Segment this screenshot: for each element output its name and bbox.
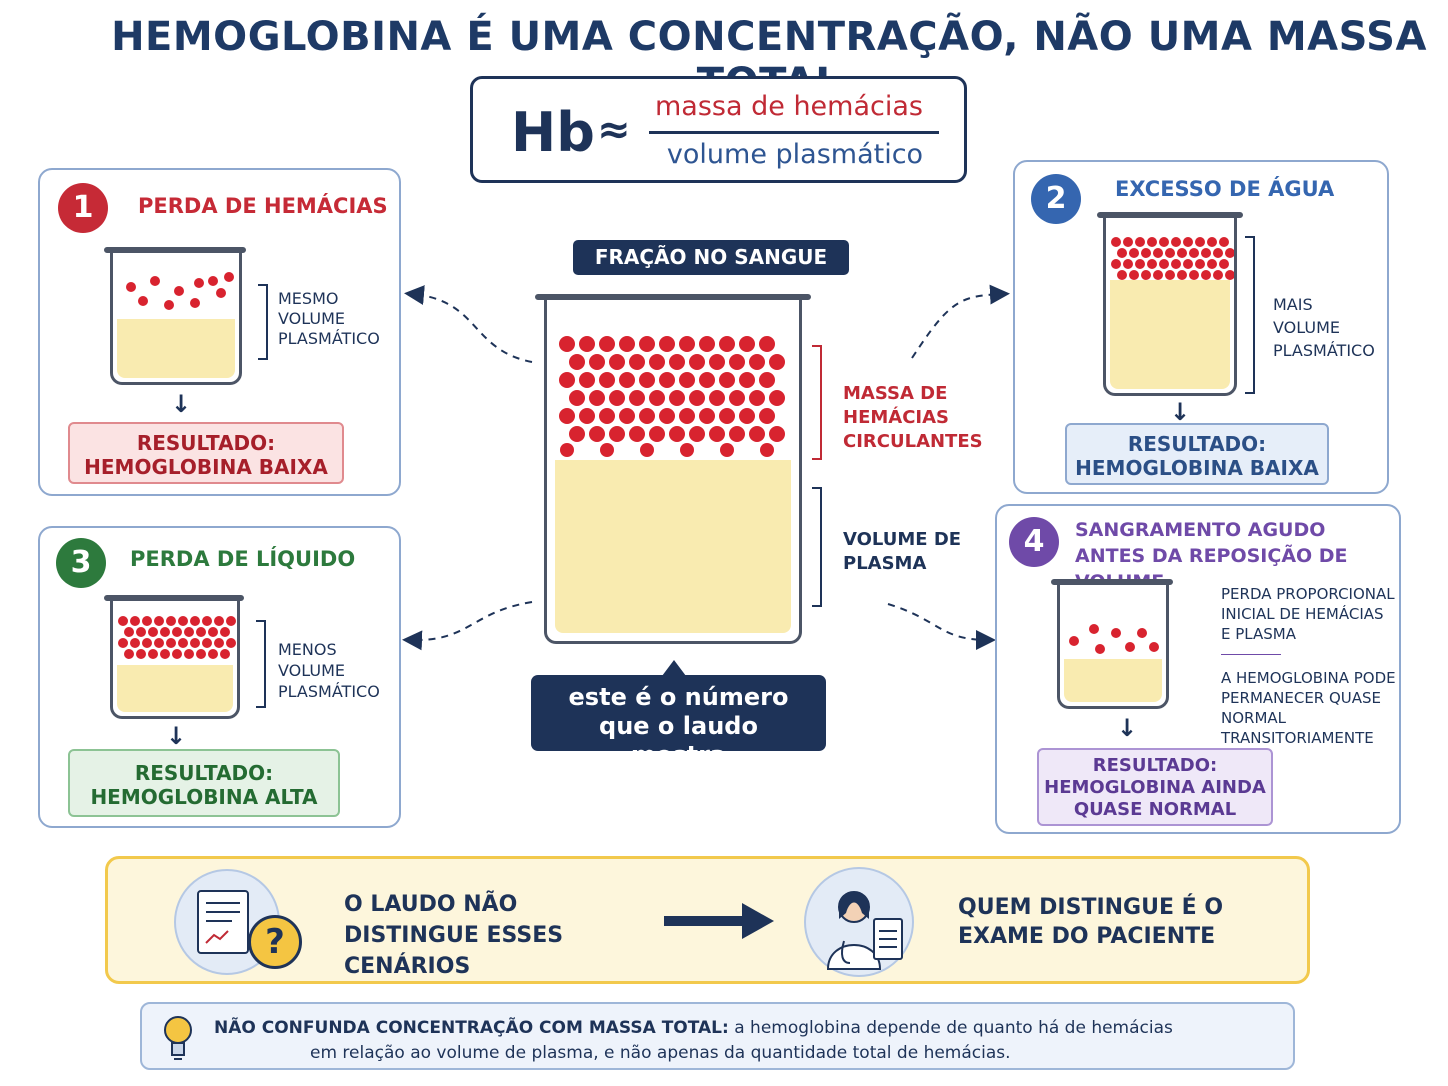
arrow-to-panel-3	[402, 601, 533, 651]
panel-1-result: RESULTADO: HEMOGLOBINA BAIXA	[68, 422, 344, 484]
beaker-1-rim	[104, 247, 246, 253]
beaker-4	[1057, 585, 1169, 709]
plasma-label: VOLUME DE PLASMA	[843, 529, 962, 574]
panel-red-cell-loss: 1 PERDA DE HEMÁCIAS MESMO VOLUME PLASMÁT…	[38, 168, 401, 496]
beaker-1	[110, 253, 242, 385]
panel-4-result: RESULTADO: HEMOGLOBINA AINDA QUASE NORMA…	[1037, 748, 1273, 826]
panel-2-note: MAIS VOLUME PLASMÁTICO	[1273, 295, 1375, 360]
bottom-right-text: QUEM DISTINGUE É O EXAME DO PACIENTE	[958, 895, 1224, 949]
panel-4-note-1: PERDA PROPORCIONAL INICIAL DE HEMÁCIAS E…	[1221, 585, 1395, 643]
badge-2: 2	[1031, 174, 1081, 224]
center-label: FRAÇÃO NO SANGUE	[573, 240, 849, 275]
panel-2-title: EXCESSO DE ÁGUA	[1115, 177, 1335, 201]
center-beaker	[544, 300, 802, 644]
note-text-2: em relação ao volume de plasma, e não ap…	[310, 1043, 1011, 1063]
fraction-line	[649, 131, 939, 134]
panel-1-arrow: ↓	[170, 390, 192, 418]
center-callout: este é o número que o laudo mostra	[531, 675, 826, 769]
panel-2-arrow: ↓	[1169, 398, 1191, 426]
panel-4-divider	[1221, 654, 1281, 655]
note-text-1: a hemoglobina depende de quanto há de he…	[734, 1018, 1173, 1038]
panel-acute-bleeding: 4 SANGRAMENTO AGUDO ANTES DA REPOSIÇÃO D…	[995, 504, 1401, 834]
panel-2-bracket	[1245, 236, 1255, 394]
bottom-banner: ? O LAUDO NÃO DISTINGUE ESSES CENÁRIOS Q…	[105, 856, 1310, 984]
formula-numerator: massa de hemácias	[655, 91, 923, 122]
panel-excess-water: 2 EXCESSO DE ÁGUA MAIS VOLUME PLASMÁTICO…	[1013, 160, 1389, 494]
beaker-3-cells	[118, 616, 236, 659]
beaker-2-cells	[1111, 237, 1234, 280]
arrow-right-icon	[664, 903, 774, 939]
beaker-2-rim	[1097, 212, 1243, 218]
formula-approx: ≈	[597, 107, 631, 153]
formula-box: Hb ≈ massa de hemácias volume plasmático	[470, 76, 967, 183]
center-beaker-rim	[535, 294, 811, 300]
beaker-4-rim	[1051, 579, 1173, 585]
formula-hb: Hb	[511, 101, 595, 164]
beaker-2	[1103, 218, 1237, 396]
note-bold: NÃO CONFUNDA CONCENTRAÇÃO COM MASSA TOTA…	[214, 1018, 729, 1038]
bottom-left-text: O LAUDO NÃO DISTINGUE ESSES CENÁRIOS	[344, 892, 564, 979]
callout-pointer	[662, 660, 686, 676]
panel-4-arrow: ↓	[1116, 714, 1138, 742]
lightbulb-icon	[164, 1016, 192, 1060]
panel-2-result: RESULTADO: HEMOGLOBINA BAIXA	[1065, 423, 1329, 485]
question-icon: ?	[248, 915, 302, 969]
badge-4: 4	[1009, 517, 1059, 567]
panel-1-bracket	[258, 284, 268, 360]
note-box: NÃO CONFUNDA CONCENTRAÇÃO COM MASSA TOTA…	[140, 1002, 1295, 1070]
beaker-3	[110, 601, 240, 719]
panel-3-bracket	[256, 620, 266, 708]
doctor-icon	[804, 867, 914, 977]
center-plasma	[555, 460, 791, 633]
arrow-to-panel-2	[911, 284, 1010, 359]
arrow-to-panel-4	[887, 603, 996, 650]
badge-1: 1	[58, 183, 108, 233]
arrow-to-panel-1	[404, 285, 533, 363]
panel-1-note: MESMO VOLUME PLASMÁTICO	[278, 289, 380, 348]
panel-3-arrow: ↓	[165, 722, 187, 750]
panel-3-result: RESULTADO: HEMOGLOBINA ALTA	[68, 749, 340, 817]
report-icon	[174, 869, 280, 975]
beaker-1-cells	[126, 272, 234, 310]
mass-label: MASSA DE HEMÁCIAS CIRCULANTES	[843, 383, 983, 452]
panel-4-note-2: A HEMOGLOBINA PODE PERMANECER QUASE NORM…	[1221, 669, 1396, 747]
plasma-bracket	[812, 487, 822, 607]
panel-1-title: PERDA DE HEMÁCIAS	[138, 194, 388, 218]
panel-3-note: MENOS VOLUME PLASMÁTICO	[278, 640, 380, 701]
badge-3: 3	[56, 538, 106, 588]
beaker-3-rim	[104, 595, 244, 601]
mass-bracket	[812, 345, 822, 460]
panel-4-title: SANGRAMENTO AGUDO ANTES DA REPOSIÇÃO DE …	[1075, 519, 1348, 593]
note-text-line-1: NÃO CONFUNDA CONCENTRAÇÃO COM MASSA TOTA…	[214, 1016, 1284, 1040]
panel-3-title: PERDA DE LÍQUIDO	[130, 547, 356, 571]
center-red-cells	[559, 336, 785, 457]
panel-fluid-loss: 3 PERDA DE LÍQUIDO MENOS VOLUME PLASMÁTI…	[38, 526, 401, 828]
formula-denominator: volume plasmático	[666, 139, 924, 170]
beaker-4-cells	[1069, 624, 1159, 654]
